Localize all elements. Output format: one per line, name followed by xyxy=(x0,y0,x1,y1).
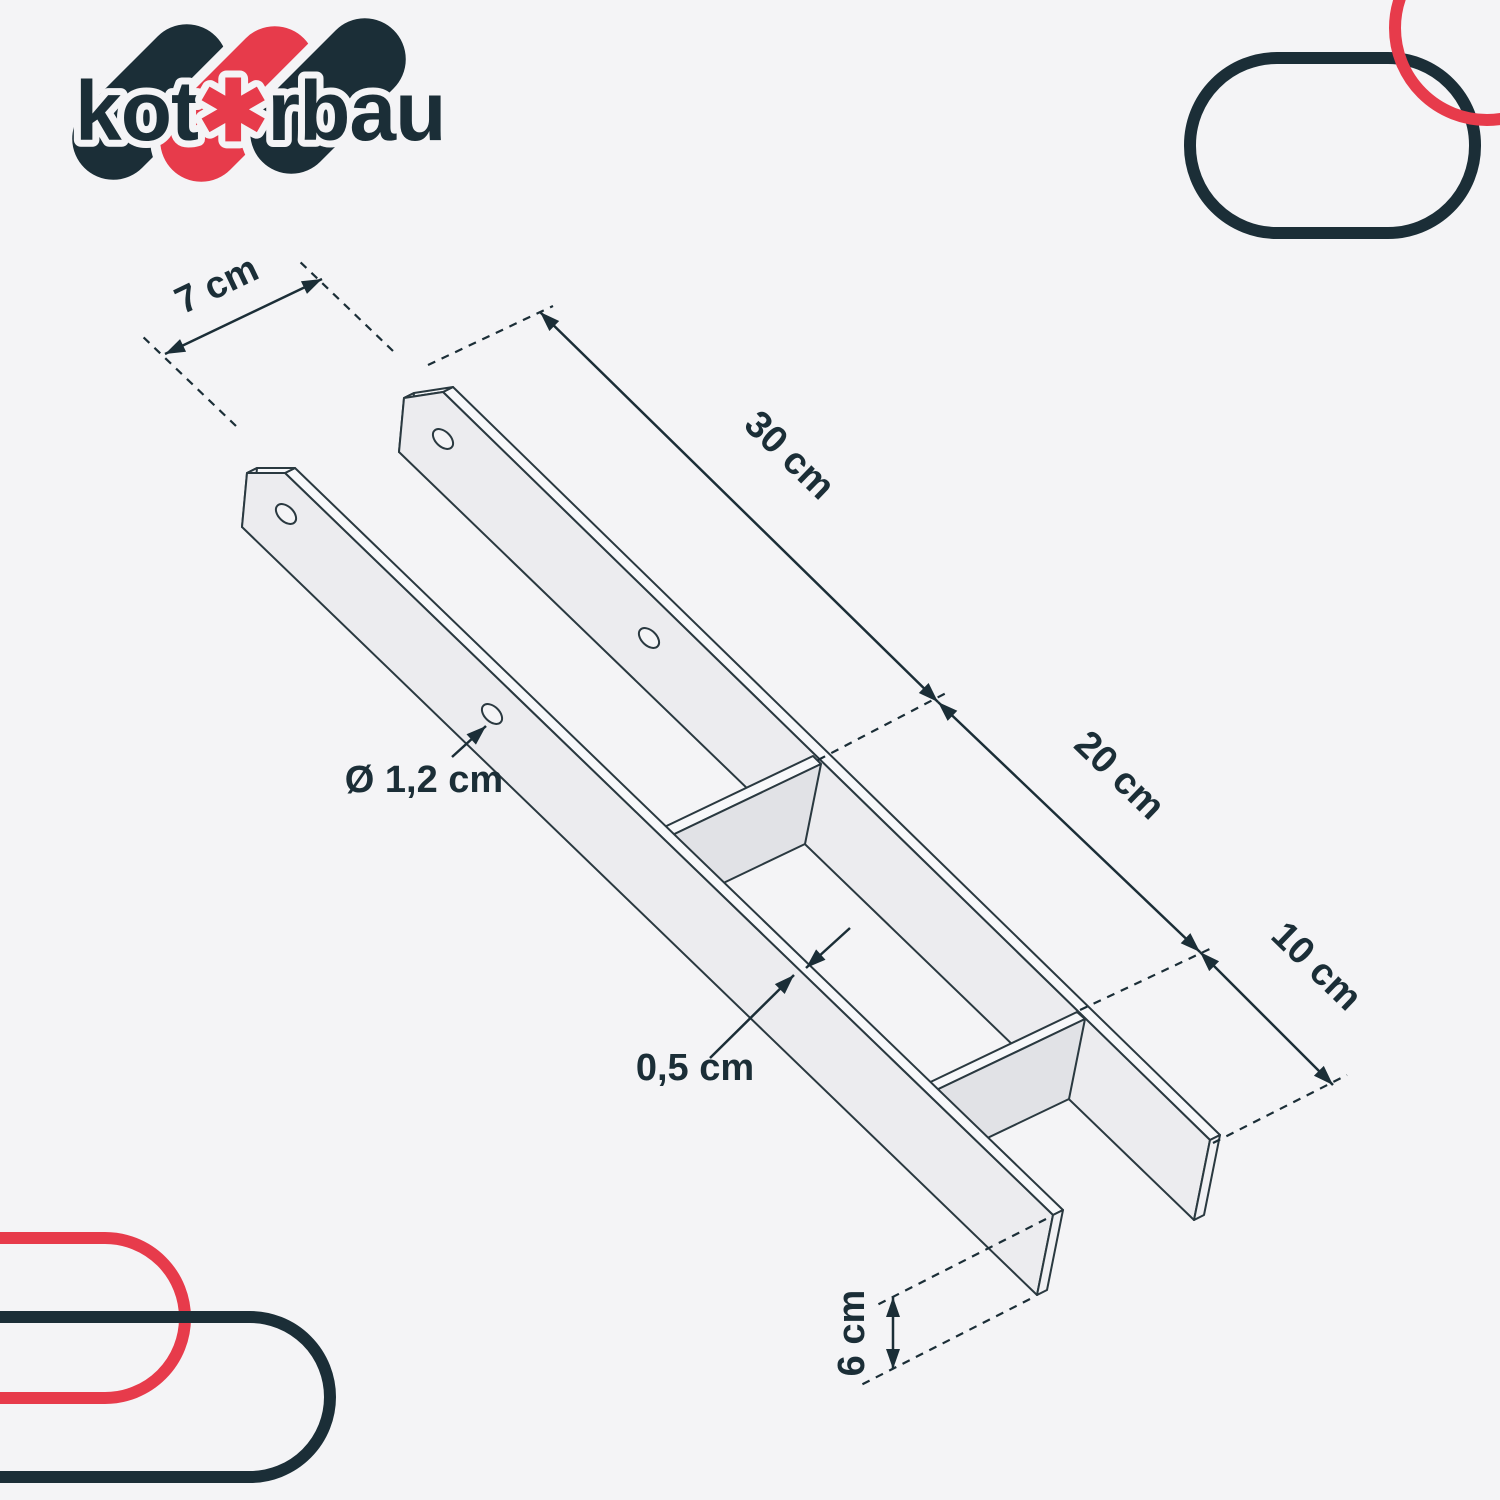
extension-line xyxy=(427,305,554,366)
dimension-label-hole: Ø 1,2 cm xyxy=(345,759,503,801)
dimension-label-30cm: 30 cm xyxy=(736,403,843,508)
kotarbau-logo: kot✱rbau xyxy=(62,8,453,192)
logo-text-suffix: rbau xyxy=(267,64,445,158)
logo-capsule-icon xyxy=(240,8,416,184)
bolt-hole xyxy=(431,428,455,450)
pill-outline-icon xyxy=(0,1311,336,1483)
logo-text-prefix: kot xyxy=(75,64,198,158)
dimension-arrow-20cm xyxy=(937,701,1201,953)
logo-wordmark: kot✱rbau xyxy=(75,64,445,158)
dimension-label-6cm: 6 cm xyxy=(831,1290,873,1377)
far-bar-bottom-cap xyxy=(1193,1134,1221,1221)
near-bar-top-edge xyxy=(284,467,1064,1216)
dimension-label-20cm: 20 cm xyxy=(1066,723,1173,828)
extension-line xyxy=(856,1298,1031,1388)
decoration-bottom-left xyxy=(0,1232,336,1483)
dimension-lengths: 30 cm 20 cm 10 cm xyxy=(427,305,1370,1144)
dimension-label-7cm: 7 cm xyxy=(169,248,265,323)
near-bar-bottom-cap xyxy=(1036,1209,1064,1296)
dimension-bottom-width: 6 cm xyxy=(831,1218,1047,1388)
pill-outline-icon xyxy=(1184,52,1481,239)
near-bar-face xyxy=(241,472,1054,1296)
dimension-arrow-10cm xyxy=(1199,951,1334,1086)
extension-line xyxy=(1079,946,1215,1011)
bolt-hole xyxy=(480,703,504,725)
bolt-hole xyxy=(274,503,298,525)
extension-line xyxy=(295,257,394,352)
dimension-label-thickness: 0,5 cm xyxy=(636,1047,754,1089)
extension-line xyxy=(1212,1074,1348,1144)
dimension-thickness: 0,5 cm xyxy=(636,927,851,1089)
dimension-gap-width: 7 cm xyxy=(138,248,394,427)
circle-outline-icon xyxy=(1389,0,1500,126)
extension-line xyxy=(138,332,237,427)
decoration-top-right xyxy=(1184,0,1500,239)
h-anchor-illustration xyxy=(241,386,1221,1296)
leader-line xyxy=(709,974,795,1059)
extension-line xyxy=(872,1218,1047,1308)
leader-line xyxy=(805,927,851,969)
extension-line xyxy=(817,690,951,761)
logo-asterisk-icon: ✱ xyxy=(198,64,267,158)
dimension-arrow xyxy=(164,277,323,356)
leader-line xyxy=(451,725,487,758)
dimension-label-10cm: 10 cm xyxy=(1263,914,1370,1019)
dimension-arrow-30cm xyxy=(539,311,939,703)
anchor-near-bar xyxy=(241,467,1064,1296)
dimension-hole-diameter: Ø 1,2 cm xyxy=(345,725,503,801)
